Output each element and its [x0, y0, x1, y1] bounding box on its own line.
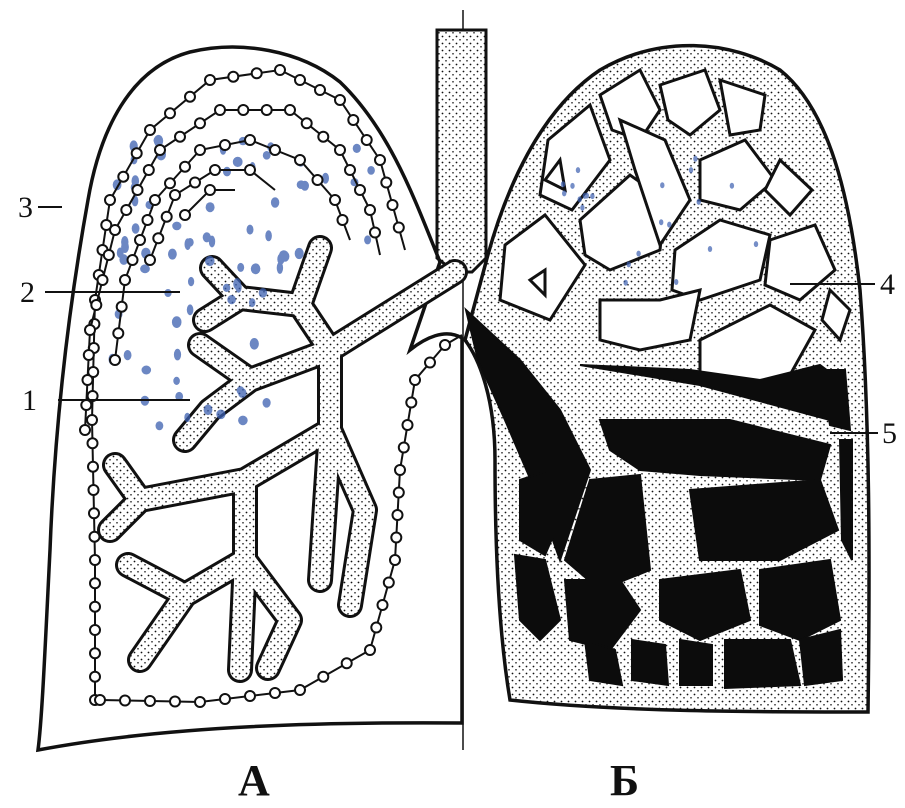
callout-3: 3 [18, 191, 33, 224]
callout-1: 1 [22, 384, 37, 417]
callout-2: 2 [20, 276, 35, 309]
right-lung [465, 46, 869, 712]
callout-5: 5 [882, 417, 897, 450]
callout-4: 4 [880, 268, 895, 301]
panel-label-a: А [238, 756, 270, 805]
left-lung [38, 47, 462, 750]
panel-label-b: Б [610, 756, 639, 805]
trachea [437, 30, 486, 272]
left-bronchial-tree [110, 248, 455, 670]
